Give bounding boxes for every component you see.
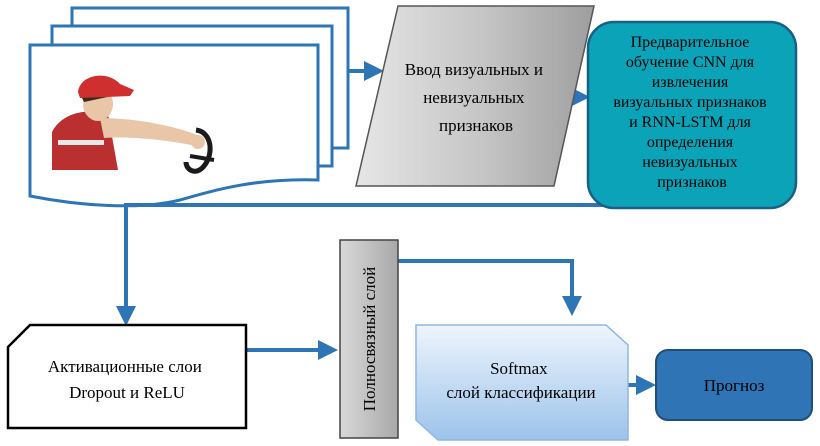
input-features-line-3: признаков [439,116,513,135]
input-features-line-2: невизуальных [423,88,525,107]
activation-layers-label: Активационные слои Dropout и ReLU [48,357,206,402]
driver-hand [191,135,205,149]
arrow-fc-to-softmax [398,259,582,316]
activation-layers-line-2: Dropout и ReLU [69,383,185,402]
fully-connected-label: Полносвязный слой [360,267,379,411]
pretraining-line-3: извлечения [652,74,729,91]
node-forecast: Прогноз [655,349,813,421]
forecast-label: Прогноз [704,376,765,395]
driver-cap [78,75,134,98]
pretraining-line-7: невизуальных [642,154,737,171]
input-features-shape [355,5,595,187]
node-pretraining: Предварительное обучение CNN для извлече… [586,20,798,210]
pretraining-line-8: признаков [657,174,727,191]
node-fully-connected: Полносвязный слой [339,239,399,439]
activation-layers-line-1: Активационные слои [48,357,202,376]
pretraining-line-2: обучение CNN для [626,54,755,71]
pretraining-line-5: и RNN-LSTM для [629,114,751,131]
driver-shirt-stripe [58,140,104,145]
softmax-line-2: слой классификации [446,383,595,402]
pretraining-label: Предварительное обучение CNN для извлече… [613,34,770,191]
input-features-line-1: Ввод визуальных и [405,60,543,79]
softmax-line-1: Softmax [490,359,548,378]
pretraining-line-4: визуальных признаков [613,94,767,111]
node-activation-layers: Активационные слои Dropout и ReLU [6,323,248,430]
node-input-features: Ввод визуальных и невизуальных признаков [355,5,595,187]
pretraining-line-6: определения [647,134,734,151]
steering-column [189,154,215,162]
input-features-label: Ввод визуальных и невизуальных признаков [405,60,547,135]
forecast-shape [655,349,813,421]
activation-layers-shape [6,323,248,430]
steering-wheel [183,127,213,174]
node-softmax: Softmax слой классификации [415,324,629,441]
pretraining-shape [586,20,798,210]
driver-illustration [52,75,215,174]
fully-connected-shape [339,239,399,439]
driver-arm [100,118,200,146]
line-pretraining-return [116,203,622,326]
softmax-label: Softmax слой классификации [446,359,595,402]
pretraining-line-1: Предварительное [631,34,750,51]
softmax-shape [415,324,629,441]
input-frames [28,6,350,208]
